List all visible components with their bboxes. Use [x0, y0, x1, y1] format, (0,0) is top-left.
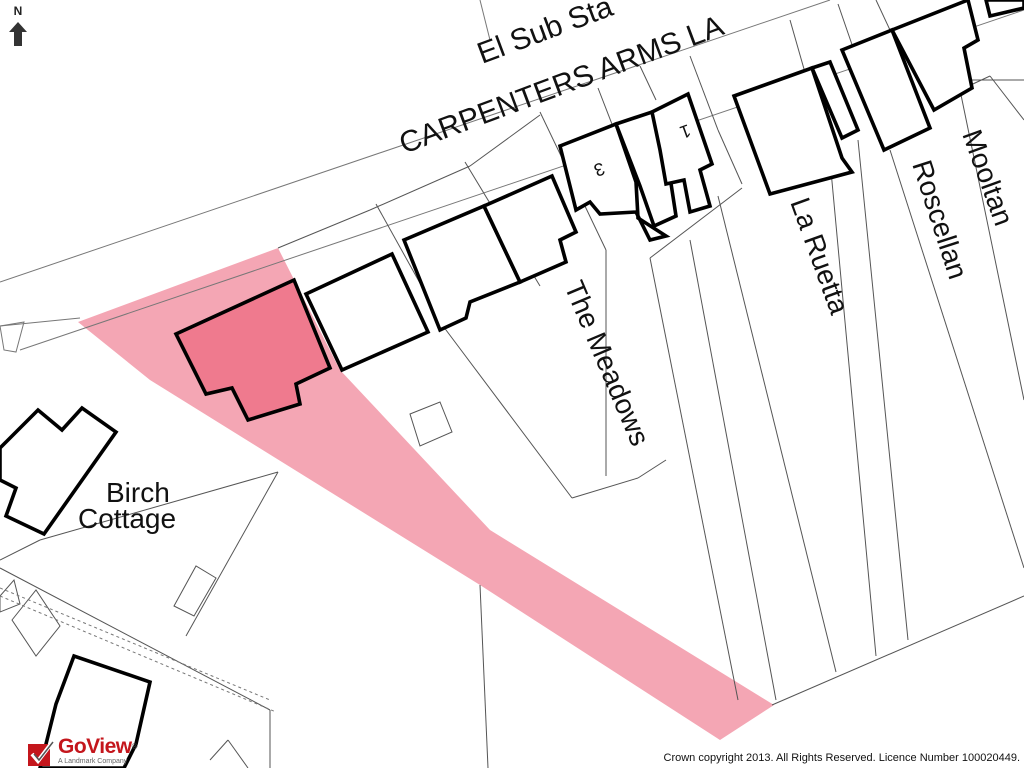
birch-cottage-label-2: Cottage — [78, 503, 176, 534]
roscellan-label: Roscellan — [906, 156, 973, 283]
road-edge-north — [0, 0, 831, 283]
highlighted-building[interactable] — [173, 277, 333, 423]
birch-cottage-label-1: Birch — [106, 477, 170, 508]
top-plot-line — [479, 0, 491, 41]
plot-boundaries — [277, 0, 1024, 706]
checkmark-logo-icon — [28, 738, 56, 766]
la-ruetta-label: La Ruetta — [784, 193, 855, 318]
mooltan-label: Mooltan — [956, 125, 1019, 229]
road-edge-south-2 — [0, 317, 81, 327]
logo-name: GoView® — [58, 735, 138, 758]
logo-tagline: A Landmark Company — [58, 758, 128, 765]
goview-logo: GoView® A Landmark Company — [28, 736, 158, 768]
dashed-boundaries — [0, 587, 277, 713]
north-letter: N — [13, 4, 23, 18]
the-meadows-label: The Meadows — [558, 276, 655, 450]
copyright-notice: Crown copyright 2013. All Rights Reserve… — [663, 752, 1020, 764]
road-stub — [0, 321, 25, 353]
highlighted-plot[interactable] — [78, 248, 774, 740]
north-arrow-icon — [9, 22, 27, 46]
left-plot-lines — [0, 401, 489, 768]
north-indicator: N — [8, 4, 28, 46]
